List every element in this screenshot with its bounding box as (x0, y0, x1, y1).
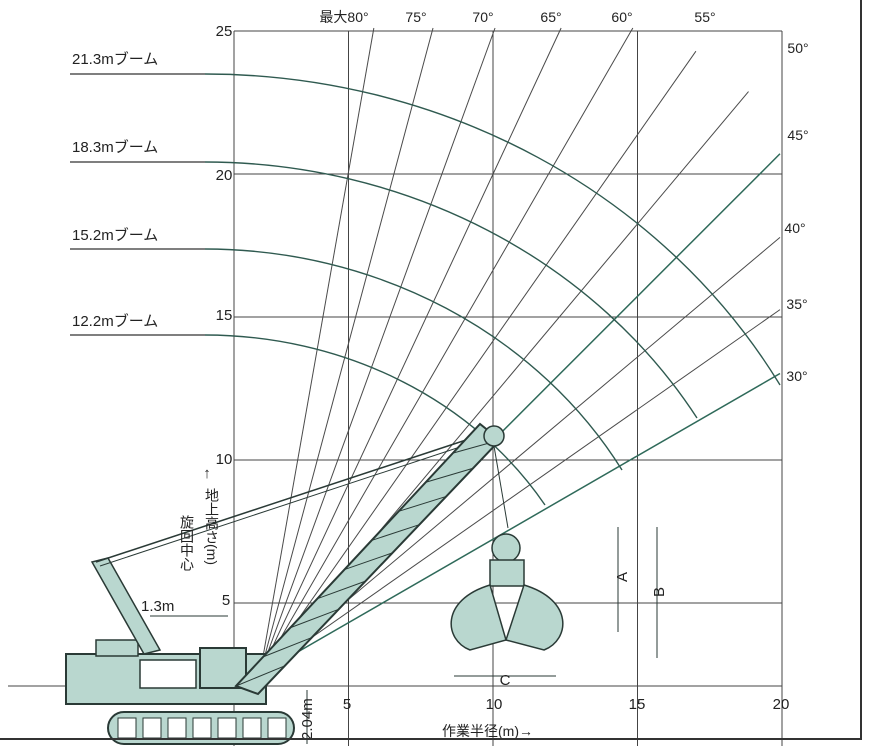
pivot-offset-label: 1.3m (141, 598, 174, 615)
grille (139, 659, 197, 689)
boom-lattice-brace (344, 552, 393, 571)
boom-angle-line (259, 372, 781, 675)
x-tick-label: 20 (773, 696, 790, 713)
boom-angle-line (259, 27, 434, 674)
boom-length-arc (204, 161, 698, 419)
y-tick-label: 20 (216, 167, 233, 184)
boom-angle-line (259, 309, 781, 675)
crawler-crane-illustration (65, 422, 509, 745)
angle-label: 50° (787, 40, 808, 56)
x-tick-label: 5 (343, 696, 351, 713)
boom-length-label: 21.3mブーム (72, 50, 158, 68)
boom-length-arc (204, 334, 546, 506)
boom-length-label: 18.3mブーム (72, 138, 158, 156)
angle-label-max: 最大80° (319, 9, 368, 25)
y-axis-label: 地上高さ(m) (204, 488, 220, 565)
boom-angle-line (259, 27, 496, 674)
y-axis-arrow: ↑ (203, 465, 211, 482)
x-tick-label: 10 (486, 696, 503, 713)
bucket-shell-left (450, 584, 507, 651)
diagram-frame (0, 0, 862, 740)
boom-pendant-line (95, 439, 467, 563)
boom-pendant-line (99, 444, 467, 567)
pivot-height-label: 2.04m (299, 698, 316, 740)
bucket-dimension-c: C (500, 672, 511, 689)
y-tick-label: 5 (222, 592, 230, 609)
angle-label: 75° (405, 9, 426, 25)
y-tick-label: 15 (216, 307, 233, 324)
boom-lattice-brace (425, 467, 474, 483)
bucket-frame (489, 559, 525, 587)
slew-center-label: 旋回中心 (179, 515, 195, 571)
boom-length-label: 15.2mブーム (72, 226, 158, 244)
boom-lattice-brace (398, 495, 447, 512)
bucket-dimension-b: B (651, 587, 668, 597)
y-tick-label: 25 (216, 23, 233, 40)
labels: 5 10 15 20 5 10 15 20 25 最大80° 75° 70° 6… (72, 9, 809, 740)
bucket-shell-right (505, 584, 564, 651)
angle-label: 70° (472, 9, 493, 25)
boom-lattice-brace (235, 665, 286, 687)
bucket-dimension-a: A (614, 572, 631, 582)
hoist-rope (493, 445, 509, 529)
boom-angle-line (259, 27, 634, 675)
clamshell-bucket-illustration (150, 527, 658, 744)
boom-length-arc (204, 73, 781, 386)
angle-label: 45° (787, 127, 808, 143)
angle-label: 35° (786, 296, 807, 312)
boom-angle-line (259, 50, 697, 675)
boom-length-arc (204, 248, 623, 471)
angle-label: 55° (694, 9, 715, 25)
engine-hood (95, 639, 139, 657)
boom-angle-line (259, 27, 562, 674)
boom-angle-line (259, 27, 375, 674)
angle-label: 30° (786, 368, 807, 384)
cab (199, 647, 247, 689)
angle-label: 60° (611, 9, 632, 25)
boom-lattice-brace (317, 580, 366, 600)
x-axis-label: 作業半径(m)→ (442, 723, 533, 739)
boom-length-arcs (70, 73, 781, 506)
boom-lattice-brace (290, 608, 339, 629)
boom-length-label: 12.2mブーム (72, 312, 158, 330)
y-tick-label: 10 (216, 451, 233, 468)
angle-label: 40° (784, 220, 805, 236)
boom-lattice-brace (371, 524, 420, 541)
boom-lattice-brace (262, 637, 312, 658)
x-tick-label: 15 (629, 696, 646, 713)
angle-label: 65° (540, 9, 561, 25)
